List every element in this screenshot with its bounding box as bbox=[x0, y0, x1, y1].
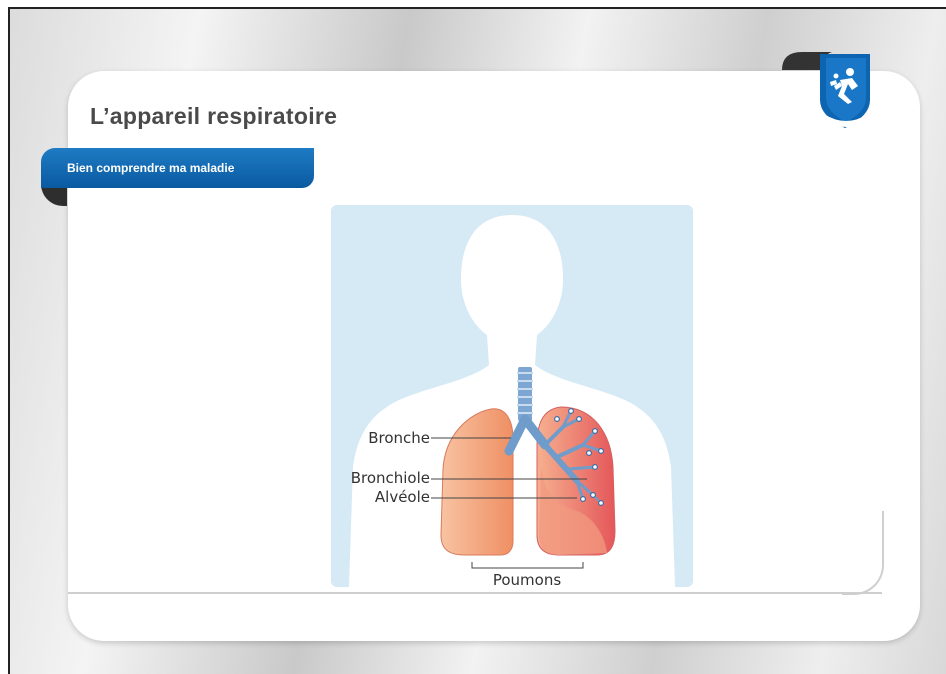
card-divider bbox=[68, 592, 882, 594]
label-alveole: Alvéole bbox=[375, 488, 430, 506]
respiratory-diagram: Bronche Bronchiole Alvéole Poumons bbox=[331, 205, 693, 587]
runner-shield-icon bbox=[780, 50, 872, 132]
label-bronchiole: Bronchiole bbox=[351, 469, 430, 487]
subtitle-tab: Bien comprendre ma maladie bbox=[41, 148, 314, 188]
card-corner-accent bbox=[842, 511, 884, 595]
label-poumons: Poumons bbox=[493, 571, 561, 587]
label-bronche: Bronche bbox=[368, 429, 430, 447]
subtitle-text: Bien comprendre ma maladie bbox=[67, 161, 234, 175]
page-title: L’appareil respiratoire bbox=[90, 103, 337, 130]
